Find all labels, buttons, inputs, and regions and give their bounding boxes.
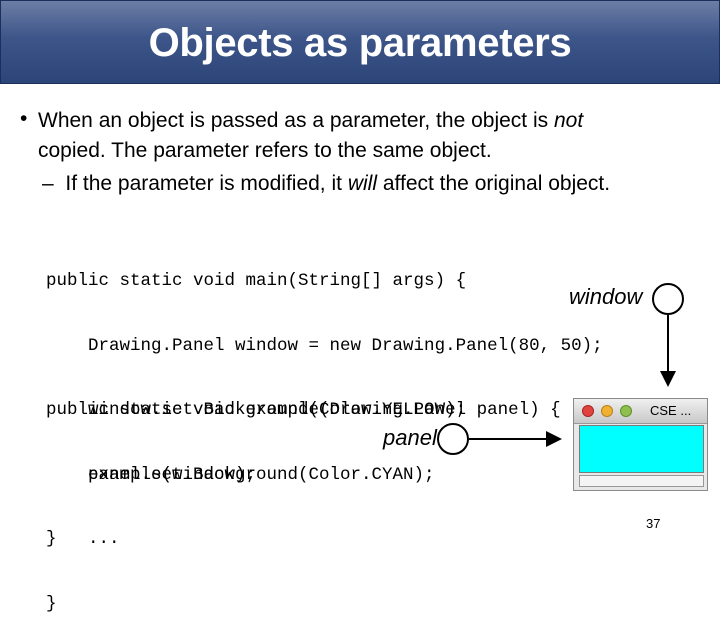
sub-bullet: – If the parameter is modified, it will … xyxy=(42,169,610,199)
code-line: } xyxy=(46,593,57,614)
code-line: } xyxy=(46,529,57,549)
bullet-line-1-text: When an object is passed as a parameter,… xyxy=(38,109,549,132)
code-line: window.set.Background(Color.YELLOW); xyxy=(46,400,467,420)
sub-bullet-dash: – xyxy=(42,172,54,195)
window-reference-circle xyxy=(652,283,684,315)
close-icon xyxy=(582,405,594,417)
title-bar: Objects as parameters xyxy=(0,0,720,84)
slide-title: Objects as parameters xyxy=(148,21,572,65)
minimize-icon xyxy=(601,405,613,417)
window-title: CSE ... xyxy=(650,403,692,418)
bullet-line-2: copied. The parameter refers to the same… xyxy=(38,139,492,162)
code-block-main: public static void main(String[] args) {… xyxy=(46,228,603,572)
bullet-line-1: When an object is passed as a parameter,… xyxy=(38,106,583,136)
code-line: panel.set.Background(Color.CYAN); xyxy=(46,464,435,485)
bullet-icon: • xyxy=(20,107,28,130)
window-cyan-canvas xyxy=(579,425,704,473)
label-panel: panel xyxy=(383,425,437,450)
label-window: window xyxy=(569,284,643,309)
drawing-panel-window: CSE ... xyxy=(573,398,708,491)
panel-reference-circle xyxy=(437,423,469,455)
bullet-emphasis-not: not xyxy=(553,109,584,132)
window-titlebar: CSE ... xyxy=(574,399,707,424)
sub-bullet-text: If the parameter is modified, it xyxy=(65,172,342,195)
window-status-bar xyxy=(579,475,704,487)
sub-bullet-suffix: affect the original object. xyxy=(382,172,611,195)
code-line: Drawing.Panel window = new Drawing.Panel… xyxy=(46,335,603,356)
zoom-icon xyxy=(620,405,632,417)
slide-number: 37 xyxy=(646,516,661,531)
code-line: public static void example(Drawing.Panel… xyxy=(46,400,561,420)
arrows xyxy=(469,315,676,447)
code-line: public static void main(String[] args) { xyxy=(46,271,467,291)
code-line: example(window); xyxy=(46,464,257,485)
sub-bullet-emphasis-will: will xyxy=(347,172,377,195)
